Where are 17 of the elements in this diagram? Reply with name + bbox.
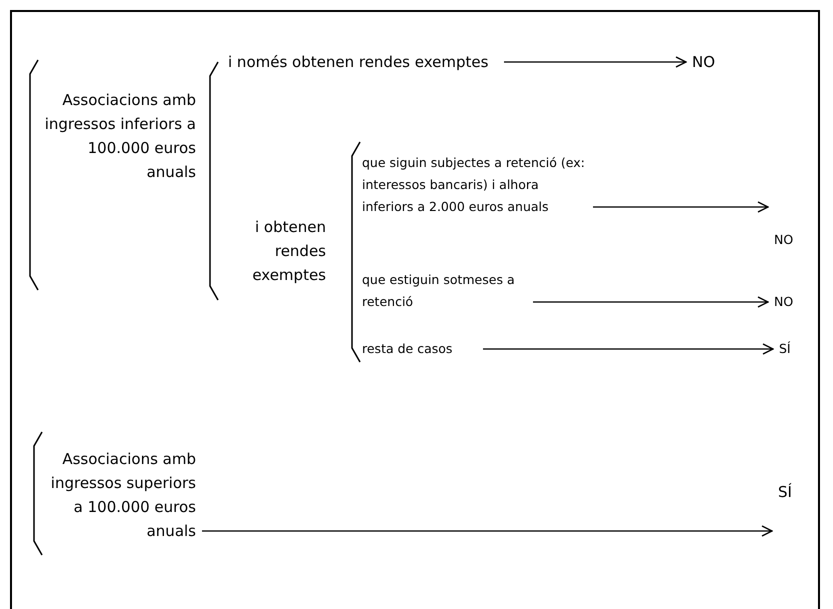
condition-text: i obtenen rendes exemptes [218, 215, 326, 287]
condition-text: que estiguin sotmeses a retenció [362, 269, 527, 313]
arrow [593, 201, 769, 213]
group-label: Associacions amb ingressos superiors a 100.000 euros anuals [44, 447, 196, 543]
condition-text: resta de casos [362, 338, 477, 360]
arrow [504, 56, 687, 68]
result-label: NO [774, 229, 804, 251]
result-label: SÍ [778, 480, 808, 504]
result-label: SÍ [779, 338, 809, 360]
result-label: NO [692, 50, 732, 74]
arrow [533, 296, 769, 308]
condition-text: que siguin subjectes a retenció (ex: interessos bancaris) i alhora inferiors a 2.000 euros anuals [362, 152, 587, 218]
group-label: Associacions amb ingressos inferiors a 100.000 euros anuals [44, 88, 196, 184]
condition-text: i només obtenen rendes exemptes [228, 50, 498, 74]
arrow [202, 525, 773, 537]
result-label: NO [774, 291, 804, 313]
arrow [483, 343, 774, 355]
